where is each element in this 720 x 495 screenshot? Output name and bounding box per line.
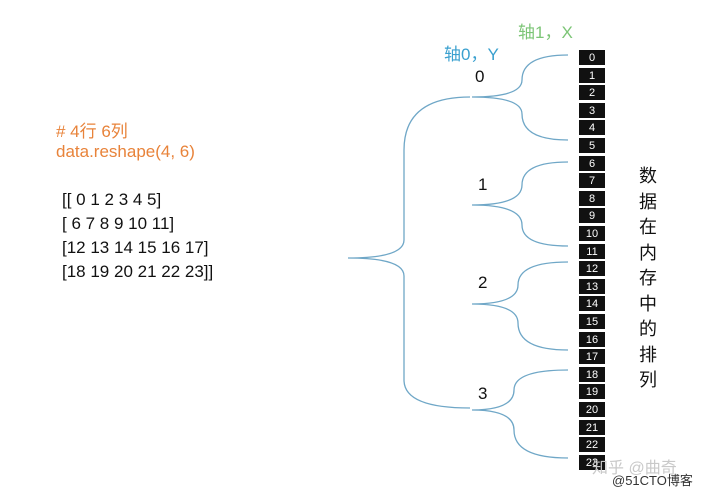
memory-cell: 19	[579, 384, 605, 401]
memory-cell: 16	[579, 331, 605, 348]
caption-char: 排	[639, 344, 657, 365]
memory-cell: 3	[579, 102, 605, 119]
memory-cell: 4	[579, 120, 605, 137]
caption-char: 内	[639, 242, 657, 263]
memory-cell: 13	[579, 278, 605, 295]
group-label-0: 0	[475, 67, 485, 86]
memory-cell: 5	[579, 138, 605, 154]
memory-cell: 2	[579, 85, 605, 102]
memory-cell: 12	[579, 261, 605, 278]
outer-brace	[347, 96, 471, 409]
memory-cell: 10	[579, 226, 605, 242]
caption-char: 存	[639, 268, 657, 288]
matrix-row: [12 13 14 15 16 17]	[62, 238, 209, 257]
memory-cell: 9	[579, 208, 605, 225]
memory-cell: 1	[579, 67, 605, 84]
memory-cell: 0	[579, 50, 605, 66]
matrix-row: [ 6 7 8 9 10 11]	[62, 214, 175, 233]
caption-char: 数	[639, 166, 657, 186]
matrix-row: [18 19 20 21 22 23]]	[62, 262, 214, 281]
caption-char: 的	[639, 319, 657, 339]
memory-cell: 17	[579, 349, 605, 366]
memory-cell: 15	[579, 314, 605, 330]
caption-char: 中	[639, 293, 657, 314]
caption-char: 列	[639, 370, 657, 390]
memory-cell: 22	[579, 437, 605, 454]
group-brace-2	[471, 261, 569, 351]
caption-char: 据	[639, 191, 657, 212]
caption-char: 在	[639, 217, 657, 237]
memory-cell: 8	[579, 190, 605, 207]
zhihu-watermark: 知乎 @曲奇	[592, 460, 677, 477]
axis1-label: 轴1，X	[518, 23, 573, 42]
memory-cell: 23	[579, 454, 605, 471]
code-comment: # 4行 6列	[56, 122, 128, 141]
memory-cell: 20	[579, 402, 605, 418]
memory-cell: 18	[579, 366, 605, 383]
group-label-3: 3	[478, 384, 488, 403]
group-brace-0	[471, 54, 569, 141]
matrix-row: [[ 0 1 2 3 4 5]	[62, 190, 162, 209]
memory-cell: 7	[579, 173, 605, 190]
group-brace-1	[471, 161, 569, 247]
memory-cell: 14	[579, 296, 605, 313]
axis0-label: 轴0，Y	[444, 45, 499, 64]
memory-cell: 21	[579, 419, 605, 436]
code-call: data.reshape(4, 6)	[56, 142, 195, 161]
group-label-2: 2	[478, 273, 488, 292]
group-brace-3	[471, 369, 569, 459]
cto-watermark: @51CTO博客	[612, 473, 693, 488]
memory-cell: 6	[579, 155, 605, 172]
memory-cell: 11	[579, 243, 605, 260]
group-label-1: 1	[478, 175, 488, 194]
